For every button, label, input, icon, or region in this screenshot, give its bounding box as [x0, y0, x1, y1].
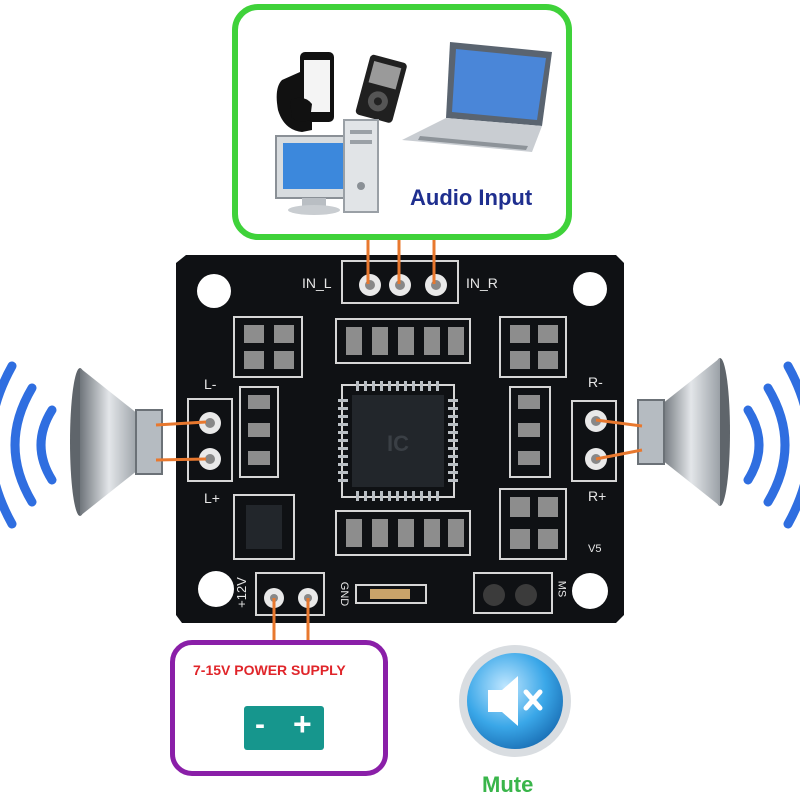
sound-waves-icon — [743, 361, 800, 529]
desktop-computer-icon — [275, 119, 379, 215]
power-supply-label: 7-15V POWER SUPPLY — [193, 662, 346, 678]
mute-label: Mute — [482, 772, 534, 797]
r-plus-label: R+ — [588, 488, 607, 504]
l-minus-label: L- — [204, 376, 217, 392]
speaker-right-icon — [637, 358, 730, 506]
wire-l-plus — [155, 457, 207, 462]
battery-plus-label: + — [293, 706, 312, 742]
phone-in-hand-icon — [276, 52, 334, 132]
svg-text:IC: IC — [387, 431, 409, 456]
mp3-player-icon — [355, 54, 407, 123]
amplifier-board: IC — [176, 255, 624, 623]
version-label: V5 — [588, 543, 602, 555]
l-plus-label: L+ — [204, 490, 220, 506]
speaker-left-icon — [70, 368, 163, 516]
battery-icon — [244, 706, 324, 750]
battery-minus-label: - — [255, 708, 265, 741]
wire-r-minus — [595, 418, 643, 428]
laptop-icon — [402, 42, 552, 152]
audio-input-label: Audio Input — [410, 185, 533, 210]
wire-l-minus — [155, 420, 207, 427]
wire-r-plus — [595, 448, 643, 461]
audio-devices — [275, 42, 552, 215]
r-minus-label: R- — [588, 374, 603, 390]
sound-waves-icon — [0, 361, 57, 529]
mute-speaker-icon — [459, 645, 571, 757]
in-r-label: IN_R — [466, 275, 498, 291]
in-l-label: IN_L — [302, 275, 332, 291]
